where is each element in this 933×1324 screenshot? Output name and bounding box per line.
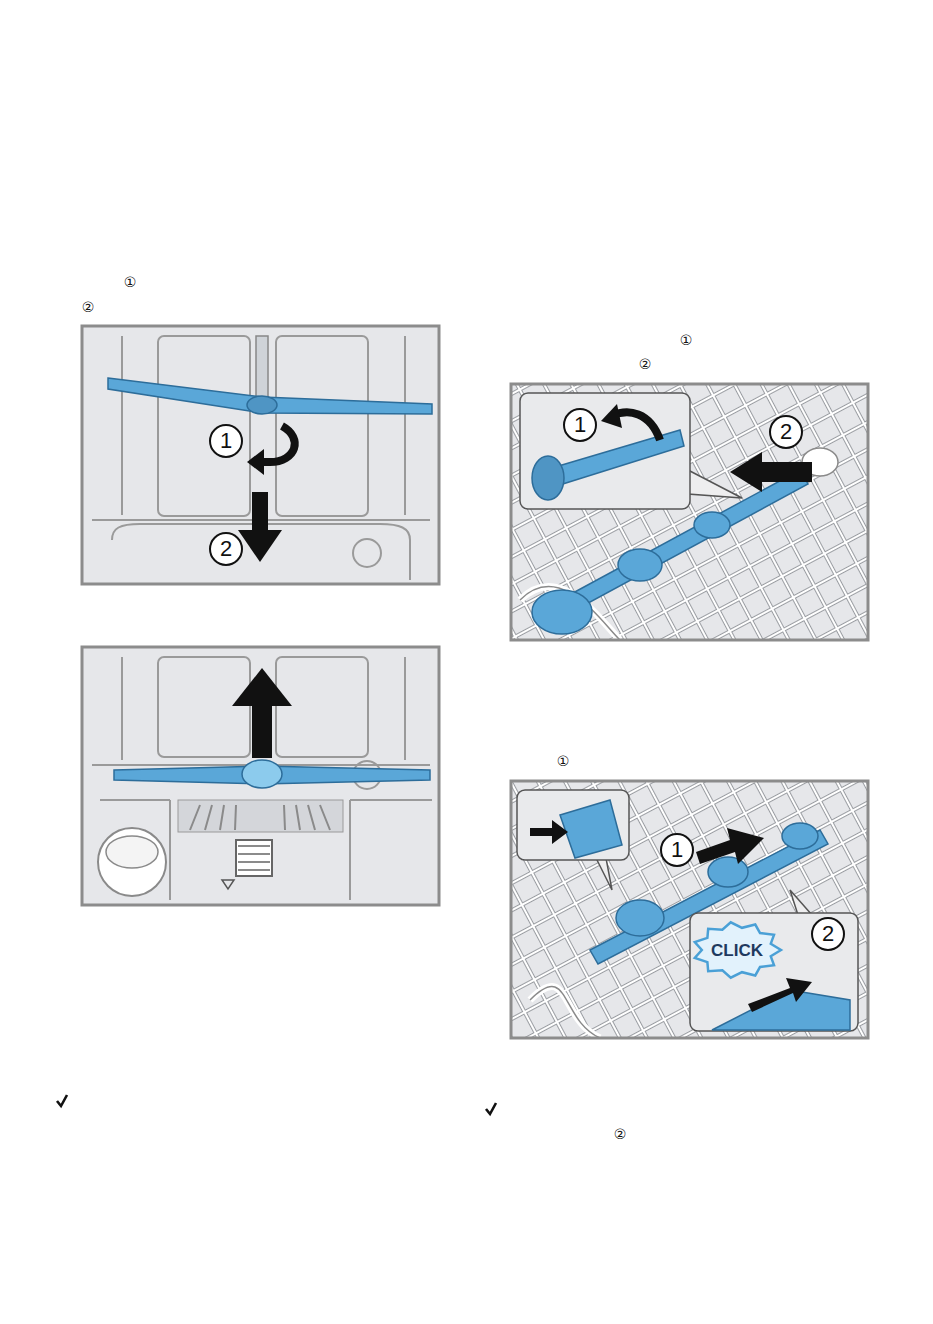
node-text-holder: 2: [769, 415, 803, 449]
figure-lower-spray-arm-part: [232, 668, 292, 706]
callout-circle: 2: [209, 532, 243, 566]
figure-nozzle-removal: [511, 384, 868, 640]
node-text-holder: 2: [209, 532, 243, 566]
figure-nozzle-removal-part: [511, 384, 868, 640]
figure-nozzle-insertion-part-part: [511, 781, 868, 1038]
click-starburst: CLICK: [693, 922, 781, 978]
callout-ring: [210, 533, 242, 565]
figure-lower-spray-arm-part: [252, 700, 272, 758]
figure-nozzle-insertion-part: [748, 978, 812, 1012]
figure-nozzle-removal-part-part: [694, 512, 730, 538]
figure-lower-spray-arm-part: [122, 657, 405, 760]
figure-nozzle-insertion-part: [517, 790, 629, 860]
callout-circle: 1: [563, 408, 597, 442]
node-text-holder: 1: [209, 424, 243, 458]
figure-upper-spray-arm-part: [276, 336, 368, 516]
figure-nozzle-insertion-part: [511, 781, 868, 1038]
step-reference-number: ②: [639, 357, 652, 371]
node-text-holder: 2: [811, 917, 845, 951]
figure-nozzle-insertion-part-part: [530, 987, 600, 1038]
figure-nozzle-insertion-part-part: [782, 823, 818, 849]
figure-lower-spray-arm-part: [222, 880, 234, 889]
figure-upper-spray-arm-part: [247, 449, 264, 475]
figure-nozzle-insertion-part: [530, 820, 568, 844]
figure-lower-spray-arm-part: [238, 846, 270, 870]
figure-nozzle-insertion-part-part: [530, 987, 600, 1038]
figure-nozzle-insertion-part-part: [708, 857, 748, 887]
figure-upper-spray-arm: [82, 326, 439, 584]
callout-ring: [812, 918, 844, 950]
figure-upper-spray-arm-part: [252, 492, 268, 532]
node-text-holder: 1: [660, 833, 694, 867]
figure-upper-spray-arm-part: [247, 396, 277, 414]
figure-upper-spray-arm-part: [262, 426, 295, 462]
step-reference-number: ②: [82, 300, 95, 314]
figure-nozzle-insertion-part: [790, 890, 812, 915]
figure-nozzle-insertion-part: [690, 913, 858, 1031]
figure-nozzle-insertion-part: [596, 858, 612, 890]
figure-nozzle-removal-part-part: [618, 549, 662, 581]
node-text-holder: CLICK: [693, 922, 781, 978]
figure-nozzle-insertion-part-part: [616, 900, 664, 936]
figure-lower-spray-arm-part: [242, 760, 282, 788]
callout-number: 2: [220, 538, 232, 560]
figure-nozzle-insertion-part: [511, 781, 868, 1038]
figure-upper-spray-arm-part: [256, 336, 268, 402]
callout-number: 1: [671, 839, 683, 861]
figure-lower-spray-arm: [82, 647, 439, 905]
node-text-holder: 1: [563, 408, 597, 442]
figure-nozzle-removal-part-part: [511, 384, 868, 640]
figure-nozzle-removal-part: [511, 384, 868, 640]
figure-upper-spray-arm-part: [238, 530, 282, 562]
figure-nozzle-removal-part: [511, 384, 868, 640]
figure-lower-spray-arm-part: [236, 840, 272, 876]
figure-nozzle-removal-part: [730, 452, 812, 492]
figure-upper-spray-arm-part: [122, 336, 405, 515]
figure-nozzle-removal-part: [601, 404, 622, 428]
figure-upper-spray-arm-part: [158, 336, 250, 516]
step-reference-number: ②: [614, 1127, 627, 1141]
callout-ring: [564, 409, 596, 441]
figure-lower-spray-arm-part: [178, 800, 343, 832]
step-reference-number: ①: [124, 275, 137, 289]
figure-lower-spray-arm-part: [106, 836, 158, 868]
callout-circle: 1: [209, 424, 243, 458]
callout-circle: 2: [769, 415, 803, 449]
figure-upper-spray-arm-part: [108, 378, 432, 414]
callout-circle: 2: [811, 917, 845, 951]
figure-nozzle-removal-part: [520, 393, 690, 509]
figure-upper-spray-arm-part: [82, 326, 439, 584]
figure-lower-spray-arm-part: [82, 647, 439, 905]
callout-ring: [210, 425, 242, 457]
callout-number: 2: [780, 421, 792, 443]
click-word: CLICK: [711, 942, 763, 959]
check-mark-part: [486, 1103, 496, 1114]
figure-upper-spray-arm-part: [353, 539, 381, 567]
figure-nozzle-removal-part-part: [532, 590, 592, 634]
figure-lower-spray-arm-part: [276, 657, 368, 757]
callout-ring: [661, 834, 693, 866]
figure-lower-spray-arm-part: [190, 805, 330, 830]
figure-nozzle-insertion-part: [511, 781, 868, 1038]
check-mark-part: [57, 1095, 67, 1106]
step-reference-number: ①: [680, 333, 693, 347]
callout-ring: [770, 416, 802, 448]
check-mark: [57, 1095, 496, 1114]
callout-number: 2: [822, 923, 834, 945]
figure-nozzle-insertion: [511, 781, 868, 1038]
callout-number: 1: [220, 430, 232, 452]
callout-number: 1: [574, 414, 586, 436]
figure-lower-spray-arm-part: [98, 828, 166, 896]
figure-lower-spray-arm-part: [158, 657, 250, 757]
step-reference-number: ①: [557, 754, 570, 768]
figure-nozzle-removal-part: [532, 456, 564, 500]
figure-nozzle-insertion-part: [560, 800, 622, 858]
callout-circle: 1: [660, 833, 694, 867]
starburst-shape: [695, 922, 781, 977]
figure-lower-spray-arm-part: [170, 800, 350, 900]
figure-nozzle-insertion-part: [696, 828, 764, 864]
